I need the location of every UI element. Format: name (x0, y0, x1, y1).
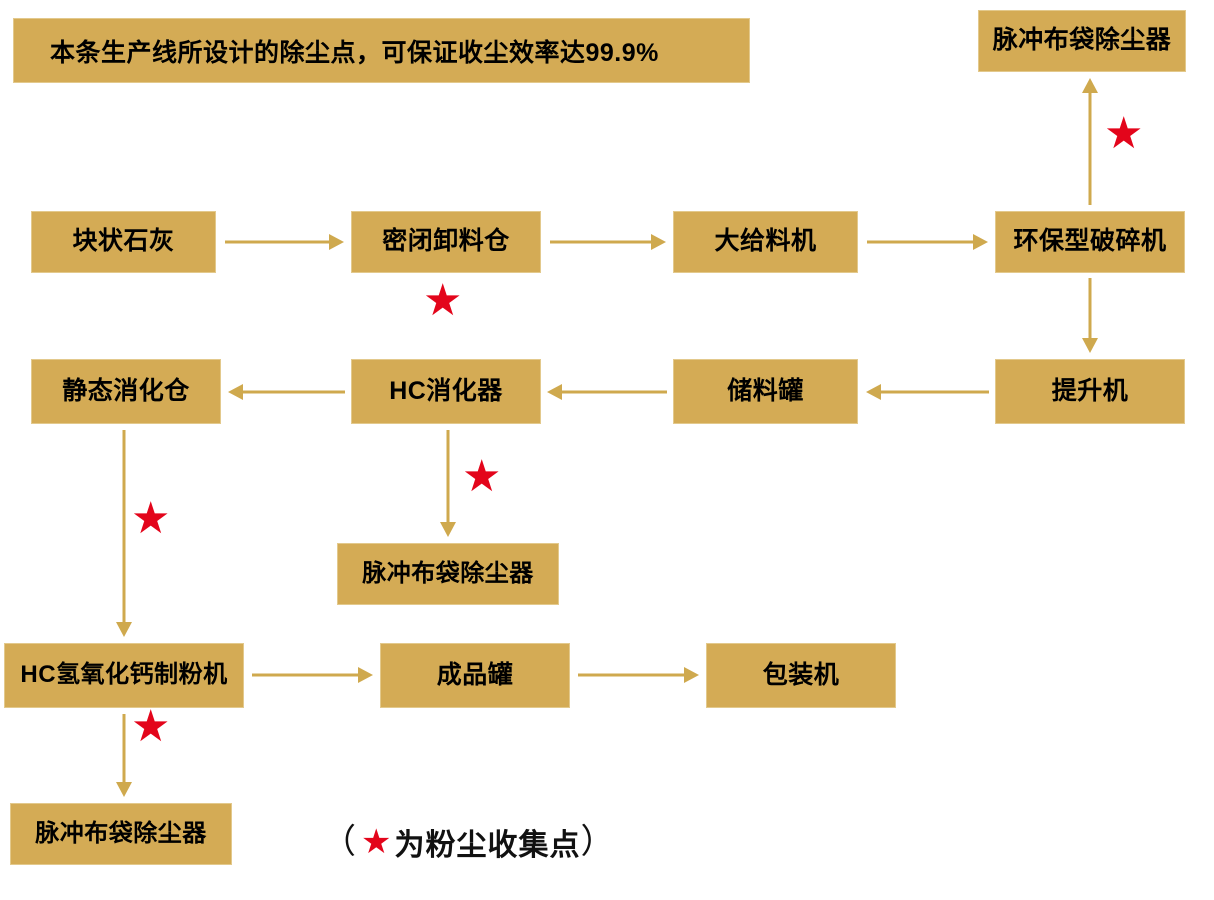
node-label: 静态消化仓 (62, 376, 190, 405)
node-hc-digester[interactable]: HC消化器 (351, 359, 541, 424)
edge-static-to-mill (116, 430, 132, 637)
title-banner: 本条生产线所设计的除尘点，可保证收尘效率达99.9% (13, 18, 750, 83)
node-label: 密闭卸料仓 (382, 227, 510, 256)
edge-hc-to-middust (440, 430, 456, 537)
edge-feeder-to-crusher (867, 234, 988, 250)
node-bottom-dust[interactable]: 脉冲布袋除尘器 (10, 803, 232, 865)
edge-mill-to-botdust (116, 714, 132, 797)
node-label: 脉冲布袋除尘器 (992, 26, 1172, 55)
arrowhead-icon (358, 667, 373, 683)
arrowhead-icon (228, 384, 243, 400)
node-product-tank[interactable]: 成品罐 (380, 643, 570, 708)
arrowhead-icon (866, 384, 881, 400)
arrowhead-icon (116, 782, 132, 797)
edge-elev-to-storage (866, 384, 989, 400)
arrowhead-icon (1082, 78, 1098, 93)
edge-hc-to-static (228, 384, 345, 400)
node-block-lime[interactable]: 块状石灰 (31, 211, 216, 273)
arrowhead-icon (1082, 338, 1098, 353)
node-label: 环保型破碎机 (1013, 227, 1167, 256)
edge-storage-to-hc (547, 384, 667, 400)
node-storage-tank[interactable]: 储料罐 (673, 359, 858, 424)
node-label: 块状石灰 (72, 227, 175, 256)
arrowhead-icon (651, 234, 666, 250)
node-label: HC消化器 (389, 376, 503, 405)
edge-lime-to-bin (225, 234, 344, 250)
arrowhead-icon (684, 667, 699, 683)
arrowhead-icon (547, 384, 562, 400)
arrowhead-icon (440, 522, 456, 537)
legend-close-paren: ） (580, 823, 616, 861)
node-label: 成品罐 (436, 660, 514, 689)
node-hc-mill[interactable]: HC氢氧化钙制粉机 (4, 643, 244, 708)
node-static-bin[interactable]: 静态消化仓 (31, 359, 221, 424)
node-eco-crusher[interactable]: 环保型破碎机 (995, 211, 1185, 273)
node-top-dust[interactable]: 脉冲布袋除尘器 (978, 10, 1186, 72)
title-text: 本条生产线所设计的除尘点，可保证收尘效率达99.9% (50, 38, 659, 67)
arrowhead-icon (973, 234, 988, 250)
edge-crusher-to-elev (1082, 278, 1098, 353)
node-mid-dust[interactable]: 脉冲布袋除尘器 (337, 543, 559, 605)
node-big-feeder[interactable]: 大给料机 (673, 211, 858, 273)
edge-crusher-to-topdust (1082, 78, 1098, 205)
node-label: 脉冲布袋除尘器 (35, 819, 207, 847)
legend-star-icon: ★ (361, 823, 393, 861)
node-label: 脉冲布袋除尘器 (362, 559, 534, 587)
edge-product-to-packer (578, 667, 699, 683)
arrowhead-icon (116, 622, 132, 637)
node-label: 储料罐 (727, 376, 804, 405)
edge-bin-to-feeder (550, 234, 666, 250)
legend-open-paren: （ (322, 823, 357, 861)
legend: （ ★ 为粉尘收集点 ） (322, 820, 615, 864)
node-packer[interactable]: 包装机 (706, 643, 896, 708)
edge-mill-to-product (252, 667, 373, 683)
node-label: 包装机 (762, 660, 840, 689)
node-sealed-bin[interactable]: 密闭卸料仓 (351, 211, 541, 273)
legend-text: 为粉尘收集点 (394, 829, 581, 862)
node-label: HC氢氧化钙制粉机 (20, 661, 228, 689)
arrowhead-icon (329, 234, 344, 250)
node-label: 提升机 (1051, 376, 1129, 405)
node-elevator[interactable]: 提升机 (995, 359, 1185, 424)
node-label: 大给料机 (714, 227, 817, 256)
